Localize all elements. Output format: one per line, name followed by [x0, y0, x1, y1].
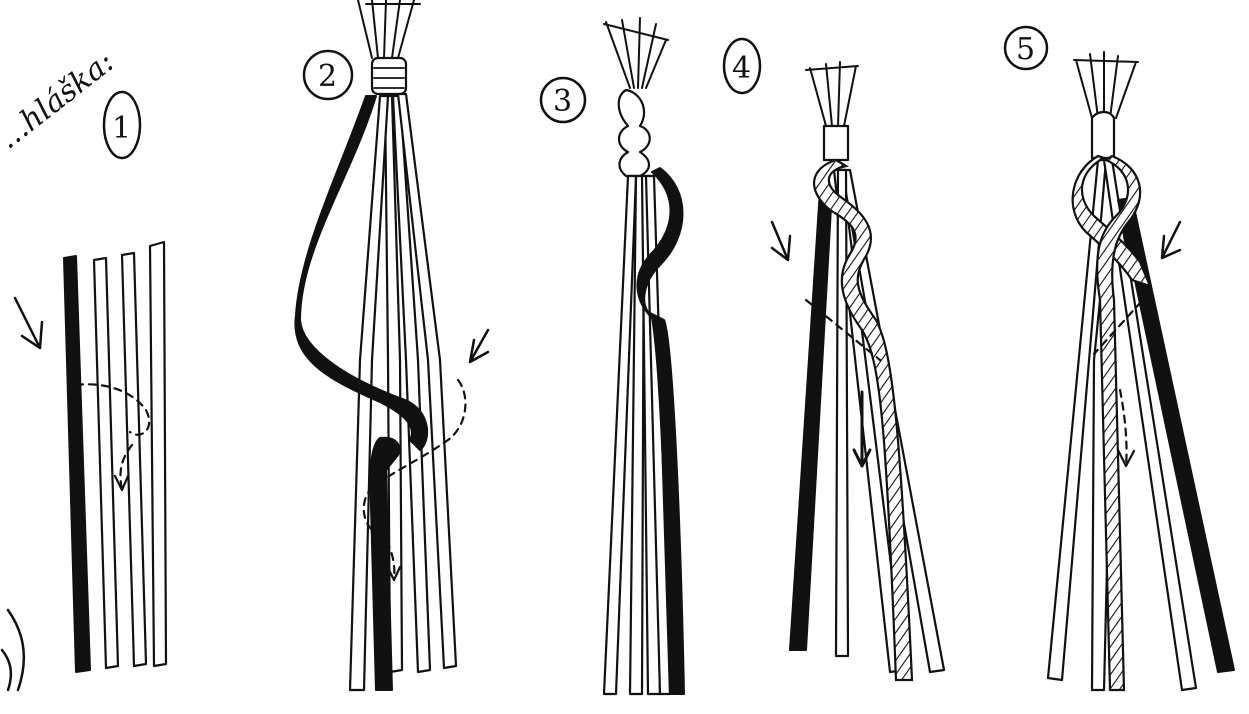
step-1-black-strand [64, 256, 90, 672]
step-1-strand-b [122, 253, 146, 666]
step-4-arrow-icon [772, 222, 790, 260]
step-5-tassel-top [1074, 52, 1138, 118]
step-4-number: 4 [732, 51, 751, 86]
step-1-number: 1 [112, 111, 131, 146]
step-4-number-badge: 4 [724, 39, 760, 93]
step-3-number-badge: 3 [541, 78, 585, 122]
step-2: 2 [295, 0, 488, 690]
step-1-arrow-icon [15, 298, 42, 348]
step-5-number: 5 [1016, 32, 1035, 67]
heading-text: ...hláška: [0, 44, 121, 156]
step-4-strand-c [836, 170, 848, 656]
step-2-tassel-top [358, 0, 420, 58]
step-2-number-badge: 2 [304, 51, 352, 99]
step-4: 4 [724, 39, 944, 680]
step-1: 1 [15, 92, 166, 672]
step-2-number: 2 [318, 59, 337, 94]
step-3-number: 3 [553, 84, 572, 119]
step-4-black-strand [790, 190, 832, 650]
step-3-tassel-top [604, 18, 668, 88]
step-1-strand-a [94, 258, 118, 668]
step-3: 3 [541, 18, 684, 694]
step-1-strand-c [150, 242, 166, 666]
step-1-number-badge: 1 [104, 92, 140, 158]
step-5-binding [1092, 112, 1114, 158]
step-5-number-badge: 5 [1005, 27, 1047, 69]
step-2-arrow-icon [470, 330, 488, 362]
step-4-tassel-top [806, 62, 858, 126]
margin-scribble [2, 610, 24, 690]
step-5-arrow-icon [1162, 222, 1180, 258]
step-5: 5 [1005, 27, 1234, 690]
step-3-twisted-binding [619, 90, 650, 176]
step-4-binding [824, 126, 848, 160]
